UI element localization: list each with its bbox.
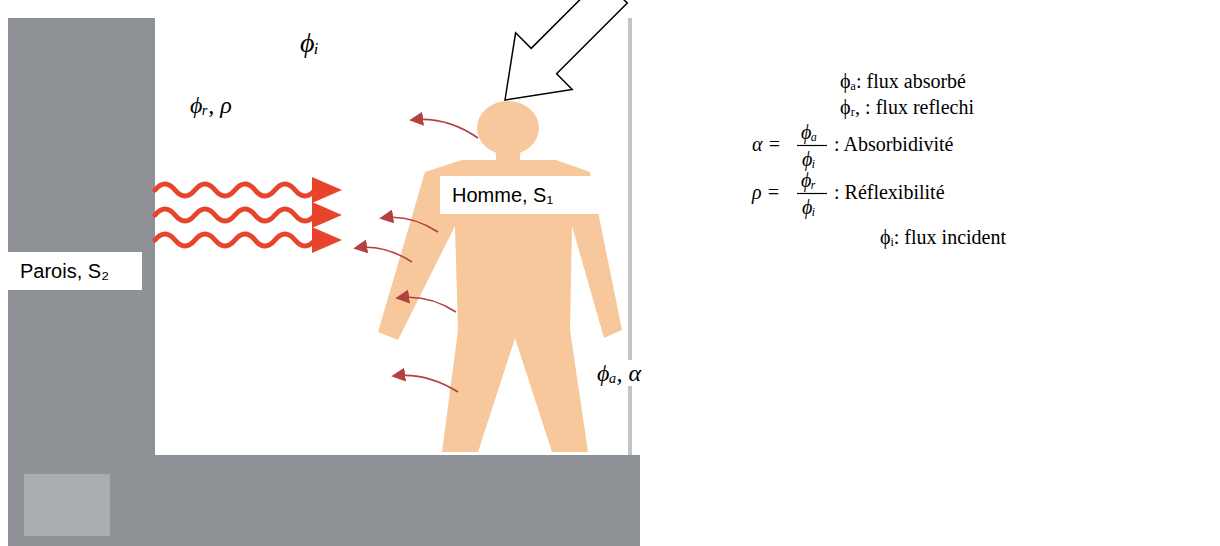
wall-label-box: Parois, S₂ [8, 252, 142, 290]
floor-tile [24, 474, 110, 536]
right-wall-edge [628, 18, 632, 455]
flux-symbol: ϕₐ, α [594, 360, 644, 386]
incident-arrow [505, 0, 627, 100]
emission-arrows [356, 119, 478, 392]
box-label: Homme, S₁ [452, 183, 588, 207]
wavy-arrow [155, 209, 315, 221]
definition: : Réflexibilité [834, 181, 945, 203]
equation-lhs: ρ = [752, 181, 780, 203]
arrowhead [312, 227, 342, 253]
fraction-numerator: ϕᵣ [801, 169, 816, 191]
wavy-arrow [155, 184, 315, 196]
fraction-denominator: ϕᵢ [802, 196, 816, 218]
arrowhead [312, 177, 342, 203]
figure-label-box: Homme, S₁ [440, 176, 600, 214]
head [477, 101, 539, 155]
arrowhead [312, 202, 342, 228]
definition: ϕᵢ: flux incident [880, 226, 1006, 248]
radiation-arrows [155, 177, 342, 253]
box-label: Parois, S₂ [20, 259, 130, 283]
definition: ϕᵣ, : flux reflechi [840, 96, 974, 118]
fraction-denominator: ϕᵢ [802, 148, 816, 170]
fraction-numerator: ϕₐ [801, 121, 817, 143]
flux-symbol: ϕᵣ, ρ [190, 92, 232, 118]
wavy-arrow [155, 234, 315, 246]
emission-arrow [412, 119, 478, 138]
flux-symbol: ϕᵢ [300, 28, 319, 59]
fraction-bar [797, 145, 827, 146]
emission-arrow [382, 217, 438, 232]
human-figure [378, 101, 622, 452]
floor [8, 455, 640, 546]
emission-arrow [398, 297, 456, 312]
definition: ϕₐ: flux absorbé [840, 70, 966, 92]
body [378, 160, 622, 452]
emission-arrow [356, 247, 412, 262]
definition: : Absorbidivité [834, 133, 953, 155]
emission-arrow [394, 375, 458, 392]
equation-lhs: α = [752, 133, 781, 155]
fraction-bar [797, 193, 827, 194]
